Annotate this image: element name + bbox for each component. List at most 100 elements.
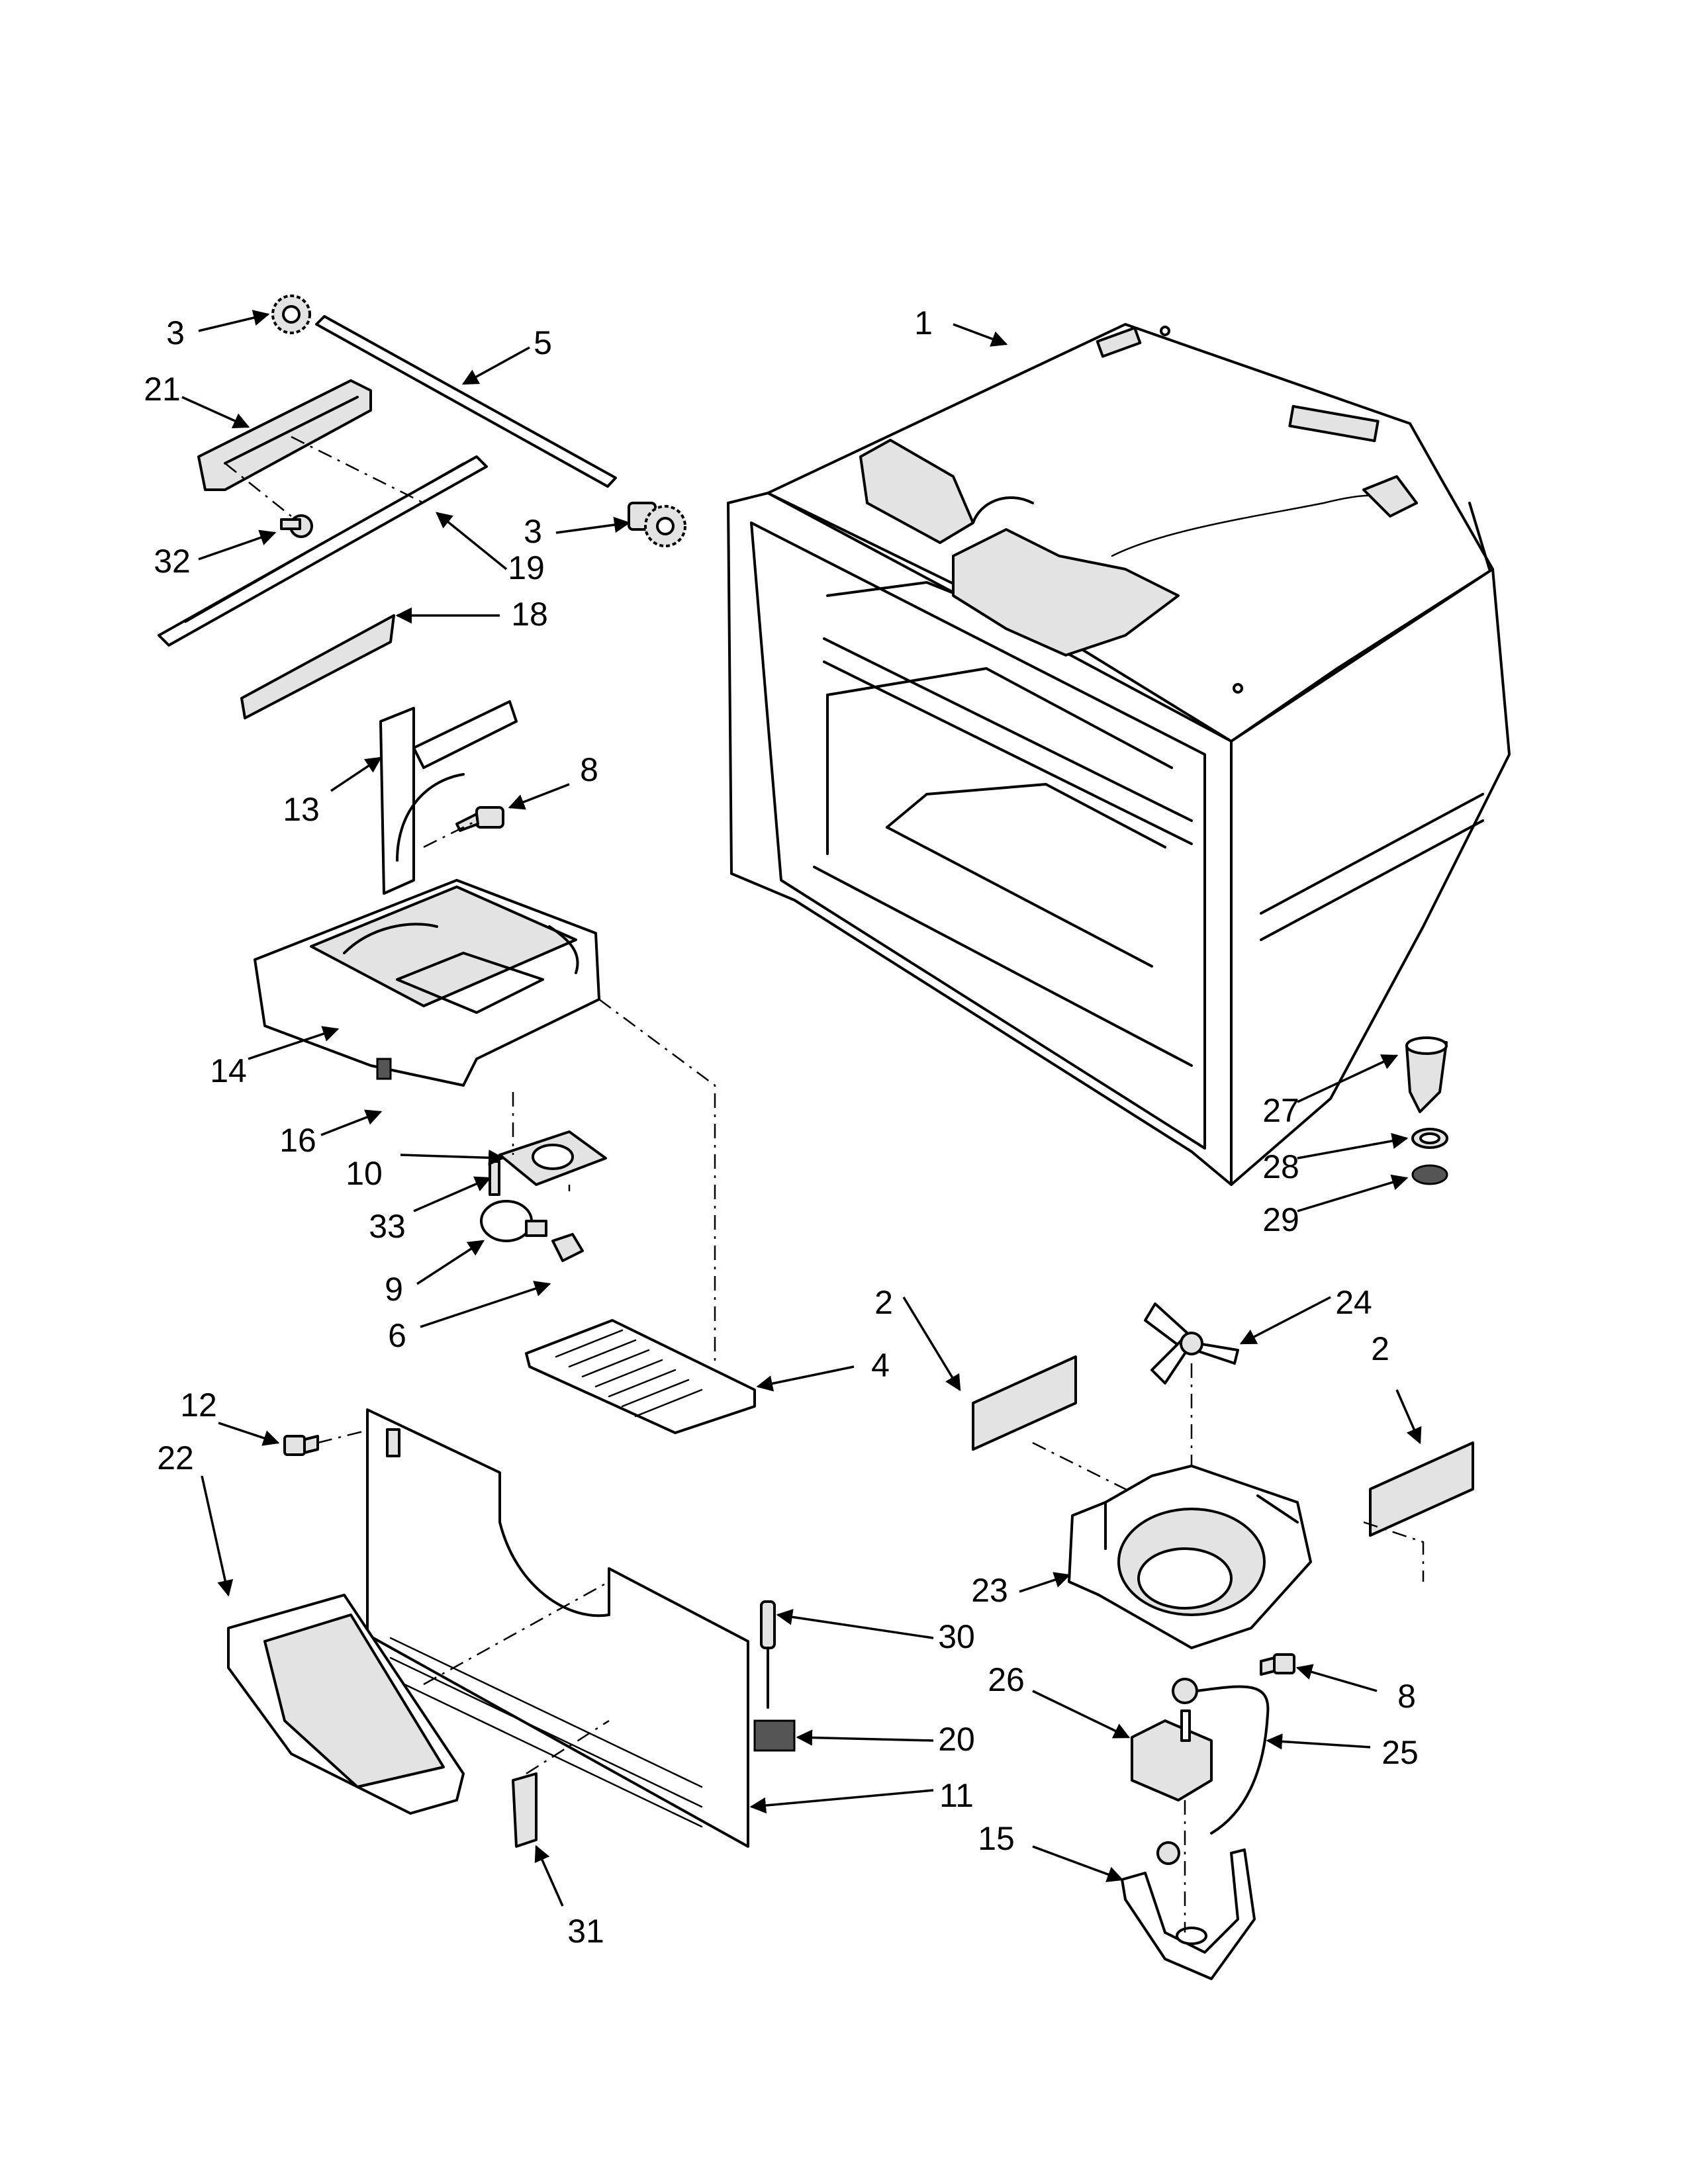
fan-blade-part-24 bbox=[1144, 1302, 1239, 1385]
callout-26: 26 bbox=[988, 1661, 1025, 1698]
callout-9: 9 bbox=[385, 1271, 403, 1308]
leader-30 bbox=[776, 1609, 934, 1639]
leader-5 bbox=[461, 346, 530, 385]
leader-23 bbox=[1019, 1572, 1071, 1593]
leader-27 bbox=[1297, 1054, 1399, 1103]
leader-14 bbox=[248, 1026, 340, 1060]
housing-tray-part-14 bbox=[254, 879, 600, 1087]
bracket-part-13 bbox=[379, 700, 518, 895]
leader-13 bbox=[330, 756, 383, 792]
bracket-part-31 bbox=[512, 1772, 538, 1848]
screw-part-33 bbox=[489, 1160, 500, 1196]
leader-22 bbox=[201, 1475, 234, 1597]
callout-6: 6 bbox=[388, 1317, 406, 1354]
gear-part-3b bbox=[628, 502, 686, 547]
grille-part-22 bbox=[227, 1594, 465, 1815]
rear-panel-part-11 bbox=[366, 1408, 749, 1848]
foam-strip-part-20 bbox=[753, 1719, 796, 1752]
plug-part-29 bbox=[1411, 1164, 1448, 1185]
foam-block-part-2b bbox=[1369, 1441, 1474, 1537]
callout-4: 4 bbox=[871, 1347, 890, 1384]
leader-31 bbox=[534, 1844, 564, 1907]
callout-8: 8 bbox=[1397, 1678, 1416, 1715]
callout-15: 15 bbox=[978, 1820, 1015, 1857]
callout-33: 33 bbox=[369, 1208, 406, 1245]
screw-part-8b bbox=[1260, 1653, 1295, 1676]
leader-33 bbox=[413, 1176, 492, 1212]
damper-part-27 bbox=[1405, 1036, 1448, 1113]
screw-part-12 bbox=[283, 1435, 319, 1456]
leader-8a bbox=[508, 783, 570, 810]
callout-20: 20 bbox=[938, 1721, 975, 1758]
fan-motor-part-26 bbox=[1131, 1678, 1213, 1801]
light-socket-part-10 bbox=[498, 1130, 607, 1186]
callout-8: 8 bbox=[580, 751, 598, 788]
leader-2b bbox=[1395, 1389, 1422, 1445]
leader-lines bbox=[181, 310, 1422, 1907]
leader-19 bbox=[436, 512, 508, 570]
callout-24: 24 bbox=[1335, 1284, 1372, 1321]
screw-part-8a bbox=[455, 806, 504, 832]
callout-11: 11 bbox=[939, 1777, 974, 1814]
slide-rail-part-19 bbox=[158, 455, 488, 647]
leader-8b bbox=[1295, 1664, 1378, 1692]
callout-28: 28 bbox=[1262, 1148, 1299, 1185]
callout-10: 10 bbox=[346, 1155, 383, 1192]
callout-13: 13 bbox=[283, 791, 320, 828]
leader-1 bbox=[953, 323, 1008, 347]
freezer-liner-part bbox=[727, 323, 1511, 1186]
clip-part-16 bbox=[376, 1058, 392, 1080]
screw-part-32 bbox=[280, 514, 313, 538]
callout-5: 5 bbox=[534, 324, 552, 361]
callout-12: 12 bbox=[180, 1387, 217, 1424]
leader-3a bbox=[198, 310, 270, 332]
callout-labels: 1 2 2 3 3 4 5 6 8 8 9 10 11 12 13 14 15 … bbox=[144, 304, 1419, 1950]
callout-32: 32 bbox=[154, 543, 191, 580]
bulb-holder-part-6 bbox=[551, 1233, 584, 1262]
motor-bracket-part-15 bbox=[1121, 1841, 1256, 1980]
callout-3: 3 bbox=[166, 314, 185, 351]
leader-4 bbox=[756, 1365, 855, 1392]
leader-15 bbox=[1032, 1845, 1124, 1882]
callout-27: 27 bbox=[1262, 1092, 1299, 1129]
callout-30: 30 bbox=[938, 1618, 975, 1655]
leader-6 bbox=[420, 1281, 551, 1328]
leader-20 bbox=[796, 1729, 934, 1746]
leader-21 bbox=[181, 396, 250, 429]
callout-14: 14 bbox=[210, 1052, 247, 1089]
leader-9 bbox=[416, 1240, 485, 1285]
callout-29: 29 bbox=[1262, 1201, 1299, 1238]
callout-1: 1 bbox=[914, 304, 933, 341]
callout-2: 2 bbox=[1371, 1330, 1389, 1367]
leader-10 bbox=[400, 1150, 505, 1166]
leader-28 bbox=[1297, 1132, 1409, 1160]
callout-18: 18 bbox=[511, 596, 548, 633]
leader-11 bbox=[749, 1789, 934, 1814]
callout-22: 22 bbox=[157, 1439, 194, 1477]
callout-25: 25 bbox=[1382, 1734, 1419, 1771]
light-bulb-part-9 bbox=[480, 1200, 547, 1242]
callout-31: 31 bbox=[567, 1913, 604, 1950]
leader-24 bbox=[1239, 1296, 1331, 1345]
leader-2a bbox=[902, 1297, 961, 1392]
leader-16 bbox=[320, 1109, 383, 1136]
callout-2: 2 bbox=[874, 1284, 893, 1321]
wire-harness-part-25 bbox=[1196, 1685, 1270, 1835]
callout-19: 19 bbox=[508, 549, 545, 586]
leader-25 bbox=[1266, 1733, 1371, 1750]
ring-part-28 bbox=[1411, 1128, 1448, 1149]
leader-12 bbox=[218, 1422, 280, 1446]
leader-3b bbox=[555, 516, 631, 534]
leader-29 bbox=[1297, 1174, 1409, 1212]
thermistor-part-30 bbox=[760, 1600, 776, 1709]
slide-bracket-part-21 bbox=[197, 379, 372, 491]
fan-housing-part-23 bbox=[1068, 1465, 1312, 1649]
callout-16: 16 bbox=[279, 1122, 316, 1159]
callout-21: 21 bbox=[144, 371, 181, 408]
callout-23: 23 bbox=[971, 1572, 1008, 1609]
light-shield-part-4 bbox=[525, 1319, 756, 1434]
leader-26 bbox=[1032, 1690, 1131, 1739]
leader-32 bbox=[198, 529, 277, 561]
gear-part-3a bbox=[271, 295, 311, 334]
